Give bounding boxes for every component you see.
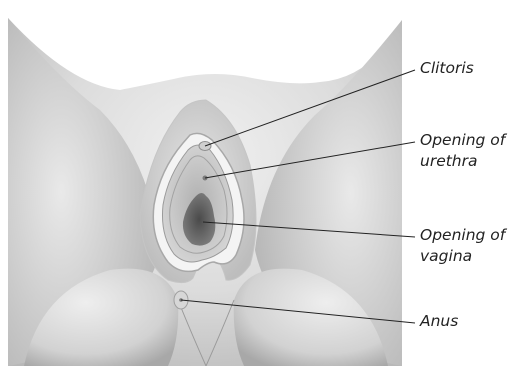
label-anus: Anus [420, 311, 458, 332]
label-vagina: Opening of vagina [420, 225, 505, 267]
label-urethra-line1: Opening of [420, 130, 505, 151]
label-vagina-line2: vagina [420, 246, 505, 267]
label-clitoris-text: Clitoris [420, 59, 474, 77]
label-vagina-line1: Opening of [420, 225, 505, 246]
label-clitoris: Clitoris [420, 58, 474, 79]
label-urethra: Opening of urethra [420, 130, 505, 172]
label-anus-text: Anus [420, 312, 458, 330]
label-urethra-line2: urethra [420, 151, 505, 172]
